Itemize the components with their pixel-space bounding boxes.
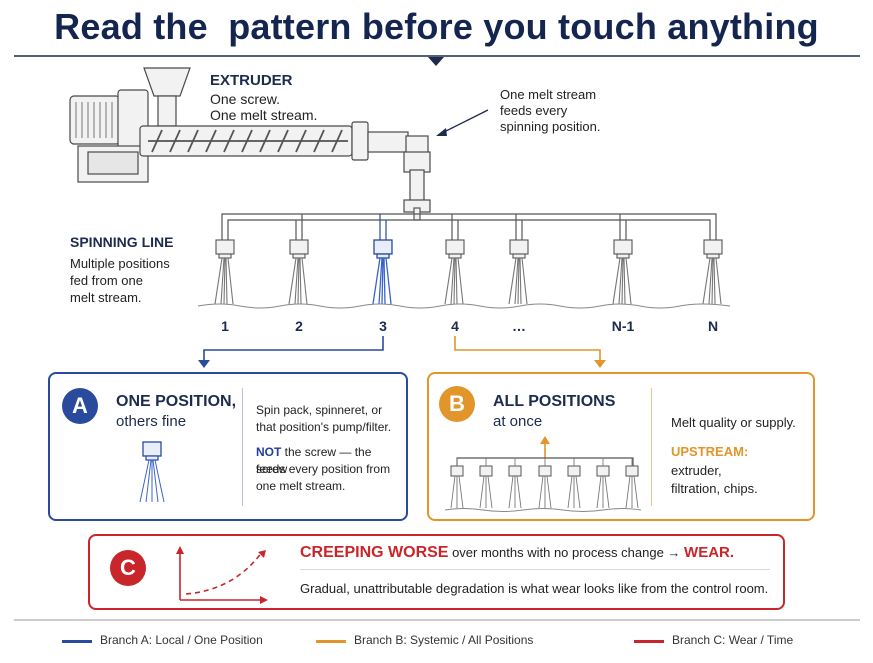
panel-a-text1: Spin pack, spinneret, or (256, 403, 383, 417)
panel-c-wear: WEAR. (684, 544, 735, 561)
legend-label-a: Branch A: Local / One Position (100, 633, 263, 647)
panel-a-text5: one melt stream. (256, 479, 346, 493)
position-label: 1 (221, 318, 229, 334)
spinning-line-text3: melt stream. (70, 290, 142, 305)
floor-line (197, 303, 731, 309)
panel-c-heading: CREEPING WORSE (300, 544, 449, 561)
spinneret-4 (444, 239, 465, 305)
panel-b-text1: Melt quality or supply. (671, 415, 796, 430)
panel-a-divider (242, 388, 243, 506)
panel-b-heading: ALL POSITIONS (493, 393, 616, 410)
panel-b-divider (651, 388, 652, 506)
badge-c: C (110, 550, 146, 586)
badge-b: B (439, 386, 475, 422)
callout-arrow (439, 109, 489, 135)
panel-a-text2: that position's pump/filter. (256, 420, 392, 434)
panel-a-text3-rest: the screw — the screw (256, 445, 372, 476)
panel-branch-c: C CREEPING WORSE over months with no pro… (88, 534, 785, 610)
not-label: NOT (256, 445, 282, 459)
extruder-heading: EXTRUDER (210, 72, 293, 89)
wear-trend-icon (176, 546, 268, 604)
callout-line2: feeds every (500, 103, 568, 118)
legend-swatch-b (316, 640, 346, 643)
panel-c-headline: CREEPING WORSE over months with no proce… (300, 544, 734, 562)
legend-swatch-a (62, 640, 92, 643)
extruder-illustration (69, 67, 431, 213)
spinneret-1 (214, 239, 235, 305)
position-label: 2 (295, 318, 303, 334)
melt-pipe (367, 131, 409, 153)
branch-a-connector (203, 336, 384, 362)
panel-c-text: Gradual, unattributable degradation is w… (300, 581, 769, 596)
legend-swatch-c (634, 640, 664, 643)
spinning-line-heading: SPINNING LINE (70, 234, 174, 250)
panel-c-divider (300, 569, 770, 570)
extruder-line2: One melt stream. (210, 107, 318, 123)
extruder-line1: One screw. (210, 91, 281, 107)
panel-b-subheading: at once (493, 413, 543, 430)
spinneret-5 (508, 239, 529, 305)
position-label: N-1 (611, 318, 635, 334)
panel-b-text2: extruder, (671, 463, 722, 478)
spinneret-n-1 (612, 239, 633, 305)
badge-a: A (62, 388, 98, 424)
position-label: N (707, 318, 719, 334)
callout-line1: One melt stream (500, 87, 597, 102)
panel-branch-a: A ONE POSITION, others fine Spin pack, s… (48, 372, 408, 521)
spinneret-3 (372, 239, 393, 305)
callout-line3: spinning position. (500, 119, 601, 134)
panel-branch-b: B ALL POSITIONS at once Melt quality or (427, 372, 815, 521)
hopper-neck (157, 95, 177, 127)
position-label: 3 (379, 318, 387, 334)
panel-b-upstream: UPSTREAM: (671, 444, 749, 459)
manifold (221, 207, 717, 240)
header-marker (428, 57, 444, 66)
hopper (143, 67, 191, 97)
panel-b-text3: filtration, chips. (671, 481, 758, 496)
legend-label-b: Branch B: Systemic / All Positions (354, 633, 534, 647)
panel-a-heading: ONE POSITION, (116, 393, 237, 410)
all-positions-icon (444, 436, 642, 512)
panel-a-text4: feeds every position from (256, 462, 391, 476)
spinneret-row (214, 239, 723, 305)
spinning-line-text2: fed from one (70, 273, 143, 288)
position-label: … (512, 318, 526, 334)
panel-c-mid: over months with no process change → (448, 545, 685, 560)
branch-b-connector (454, 336, 601, 362)
legend-label-c: Branch C: Wear / Time (672, 633, 794, 647)
spinning-line-text1: Multiple positions (70, 256, 170, 271)
single-spinneret-icon (139, 441, 165, 503)
spinneret-2 (288, 239, 309, 305)
spinneret-n (702, 239, 723, 305)
panel-a-text3: NOT the screw — the screw (256, 444, 406, 478)
panel-a-subheading: others fine (116, 413, 187, 430)
page-title: Read the pattern before you touch anythi… (54, 6, 819, 47)
position-label: 4 (451, 318, 459, 334)
